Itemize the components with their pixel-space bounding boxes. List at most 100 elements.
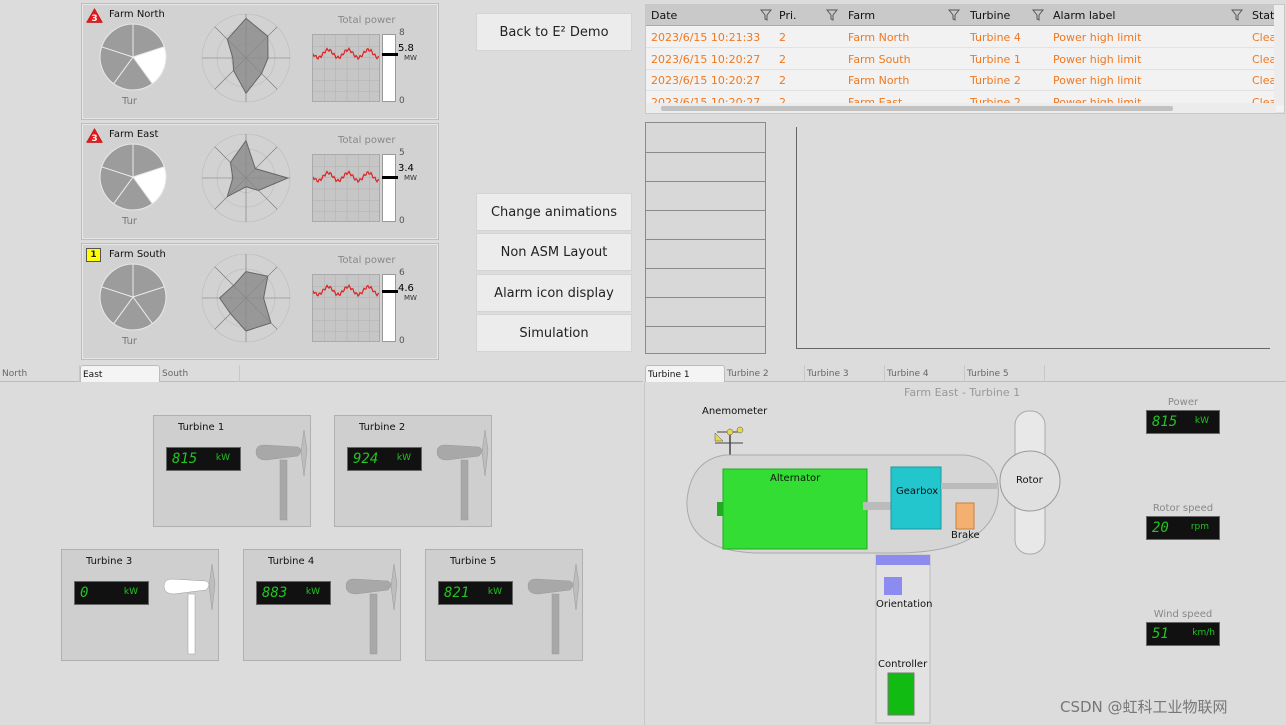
column-header[interactable]: State bbox=[1252, 9, 1282, 22]
turbine-name: Turbine 4 bbox=[268, 556, 315, 567]
alternator-end bbox=[717, 502, 727, 516]
tab-farm-north[interactable]: North bbox=[0, 365, 80, 382]
wind-turbine-icon bbox=[163, 564, 216, 655]
pie-slice bbox=[99, 286, 134, 325]
turbine-card[interactable]: Turbine 330kW bbox=[61, 549, 261, 661]
alarm-cell: 2023/6/15 10:20:27 bbox=[651, 74, 761, 87]
power-unit: kW bbox=[305, 587, 320, 597]
alarm-cell: Clea bbox=[1252, 74, 1277, 87]
alarm-cell: Turbine 2 bbox=[970, 74, 1021, 87]
filter-icon[interactable] bbox=[1230, 9, 1244, 21]
list-row-divider bbox=[646, 297, 765, 298]
alarm-cell: 2 bbox=[779, 95, 786, 109]
tab-turbine-4[interactable]: Turbine 4 bbox=[885, 365, 965, 382]
alarm-icon-display-button[interactable]: Alarm icon display bbox=[476, 274, 632, 312]
alarm-level-badge: 1 bbox=[86, 248, 101, 262]
tur-label: Tur bbox=[122, 96, 138, 107]
horizontal-scrollbar[interactable] bbox=[646, 103, 1276, 113]
farm-name: Farm North bbox=[109, 9, 165, 20]
power-unit: kW bbox=[123, 587, 138, 597]
power-bar-gauge bbox=[382, 274, 398, 342]
gauge-value: 4.6 bbox=[398, 283, 414, 294]
tab-turbine-2[interactable]: Turbine 2 bbox=[725, 365, 805, 382]
pie-slice bbox=[100, 143, 134, 178]
power-display: 815 kW bbox=[1146, 410, 1220, 434]
turbine-name: Turbine 2 bbox=[359, 422, 406, 433]
column-header[interactable]: Turbine bbox=[970, 9, 1011, 22]
power-display: 821 kW bbox=[438, 581, 513, 605]
column-header[interactable]: Farm bbox=[848, 9, 876, 22]
power-unit: kW bbox=[215, 453, 230, 463]
vertical-scrollbar[interactable] bbox=[1274, 5, 1284, 105]
radar-chart bbox=[201, 253, 291, 343]
wind-speed-display: 51 km/h bbox=[1146, 622, 1220, 646]
power-unit: kW bbox=[487, 587, 502, 597]
shaft bbox=[863, 502, 891, 510]
filter-icon[interactable] bbox=[1031, 9, 1045, 21]
tab-turbine-3[interactable]: Turbine 3 bbox=[805, 365, 885, 382]
gearbox bbox=[890, 466, 942, 530]
change-animations-button[interactable]: Change animations bbox=[476, 193, 632, 231]
alarm-cell: Power high limit bbox=[1053, 74, 1142, 87]
rotor-speed-display: 20 rpm bbox=[1146, 516, 1220, 540]
orientation-label: Orientation bbox=[876, 599, 933, 610]
rotor-label: Rotor bbox=[1016, 475, 1043, 486]
list-row-divider bbox=[646, 326, 765, 327]
alarm-warning-icon: 3 bbox=[86, 128, 103, 143]
column-header[interactable]: Alarm label bbox=[1053, 9, 1116, 22]
tab-farm-south[interactable]: South bbox=[160, 365, 240, 382]
alarm-cell: Farm North bbox=[848, 74, 910, 87]
wind-turbine-icon bbox=[527, 564, 580, 655]
turbine-list-box[interactable] bbox=[645, 122, 766, 354]
yaw-ring bbox=[876, 555, 930, 565]
controller-label: Controller bbox=[878, 659, 928, 670]
power-value: 883 bbox=[262, 585, 288, 601]
column-header[interactable]: Date bbox=[651, 9, 678, 22]
tab-turbine-5[interactable]: Turbine 5 bbox=[965, 365, 1045, 382]
alarm-table-header: Date Pri. Farm Turbine Alarm label State bbox=[646, 5, 1284, 26]
filter-icon[interactable] bbox=[947, 9, 961, 21]
power-value: 815 bbox=[172, 451, 198, 467]
power-value: 821 bbox=[444, 585, 470, 601]
pie-slice bbox=[112, 56, 154, 91]
brake bbox=[955, 502, 975, 530]
list-row-divider bbox=[646, 210, 765, 211]
turbine-card[interactable]: Turbine 1 815 kW bbox=[153, 415, 311, 527]
total-power-label: Total power bbox=[338, 255, 396, 266]
watermark: CSDN @虹科工业物联网 bbox=[1060, 698, 1228, 716]
scrollbar-thumb[interactable] bbox=[661, 106, 1173, 111]
gauge-max: 8 bbox=[399, 28, 405, 38]
filter-icon[interactable] bbox=[759, 9, 773, 21]
turbine-name: Turbine 1 bbox=[178, 422, 225, 433]
pie-slice bbox=[132, 263, 166, 298]
turbine-card[interactable]: Turbine 4 883 kW bbox=[243, 549, 401, 661]
gauge-unit: MW bbox=[404, 174, 417, 182]
wind-speed-value: 51 bbox=[1152, 626, 1169, 642]
gearbox-label: Gearbox bbox=[896, 486, 939, 497]
rotor-speed-unit: rpm bbox=[1190, 522, 1209, 532]
back-to-demo-button[interactable]: Back to E² Demo bbox=[476, 13, 632, 51]
tab-farm-east[interactable]: East bbox=[80, 365, 160, 382]
column-header[interactable]: Pri. bbox=[779, 9, 797, 22]
radar-chart bbox=[201, 13, 291, 103]
tab-turbine-1[interactable]: Turbine 1 bbox=[645, 365, 725, 382]
alarm-table[interactable]: Date Pri. Farm Turbine Alarm label State 2023… bbox=[645, 4, 1285, 114]
non-asm-layout-button[interactable]: Non ASM Layout bbox=[476, 233, 632, 271]
wind-turbine-icon bbox=[345, 564, 398, 655]
simulation-button[interactable]: Simulation bbox=[476, 314, 632, 352]
pie-slice bbox=[99, 46, 134, 85]
alternator-label: Alternator bbox=[770, 473, 821, 484]
anemometer-icon bbox=[714, 426, 744, 457]
pie-slice bbox=[100, 23, 134, 58]
pie-slice bbox=[100, 263, 134, 298]
filter-icon[interactable] bbox=[825, 9, 839, 21]
